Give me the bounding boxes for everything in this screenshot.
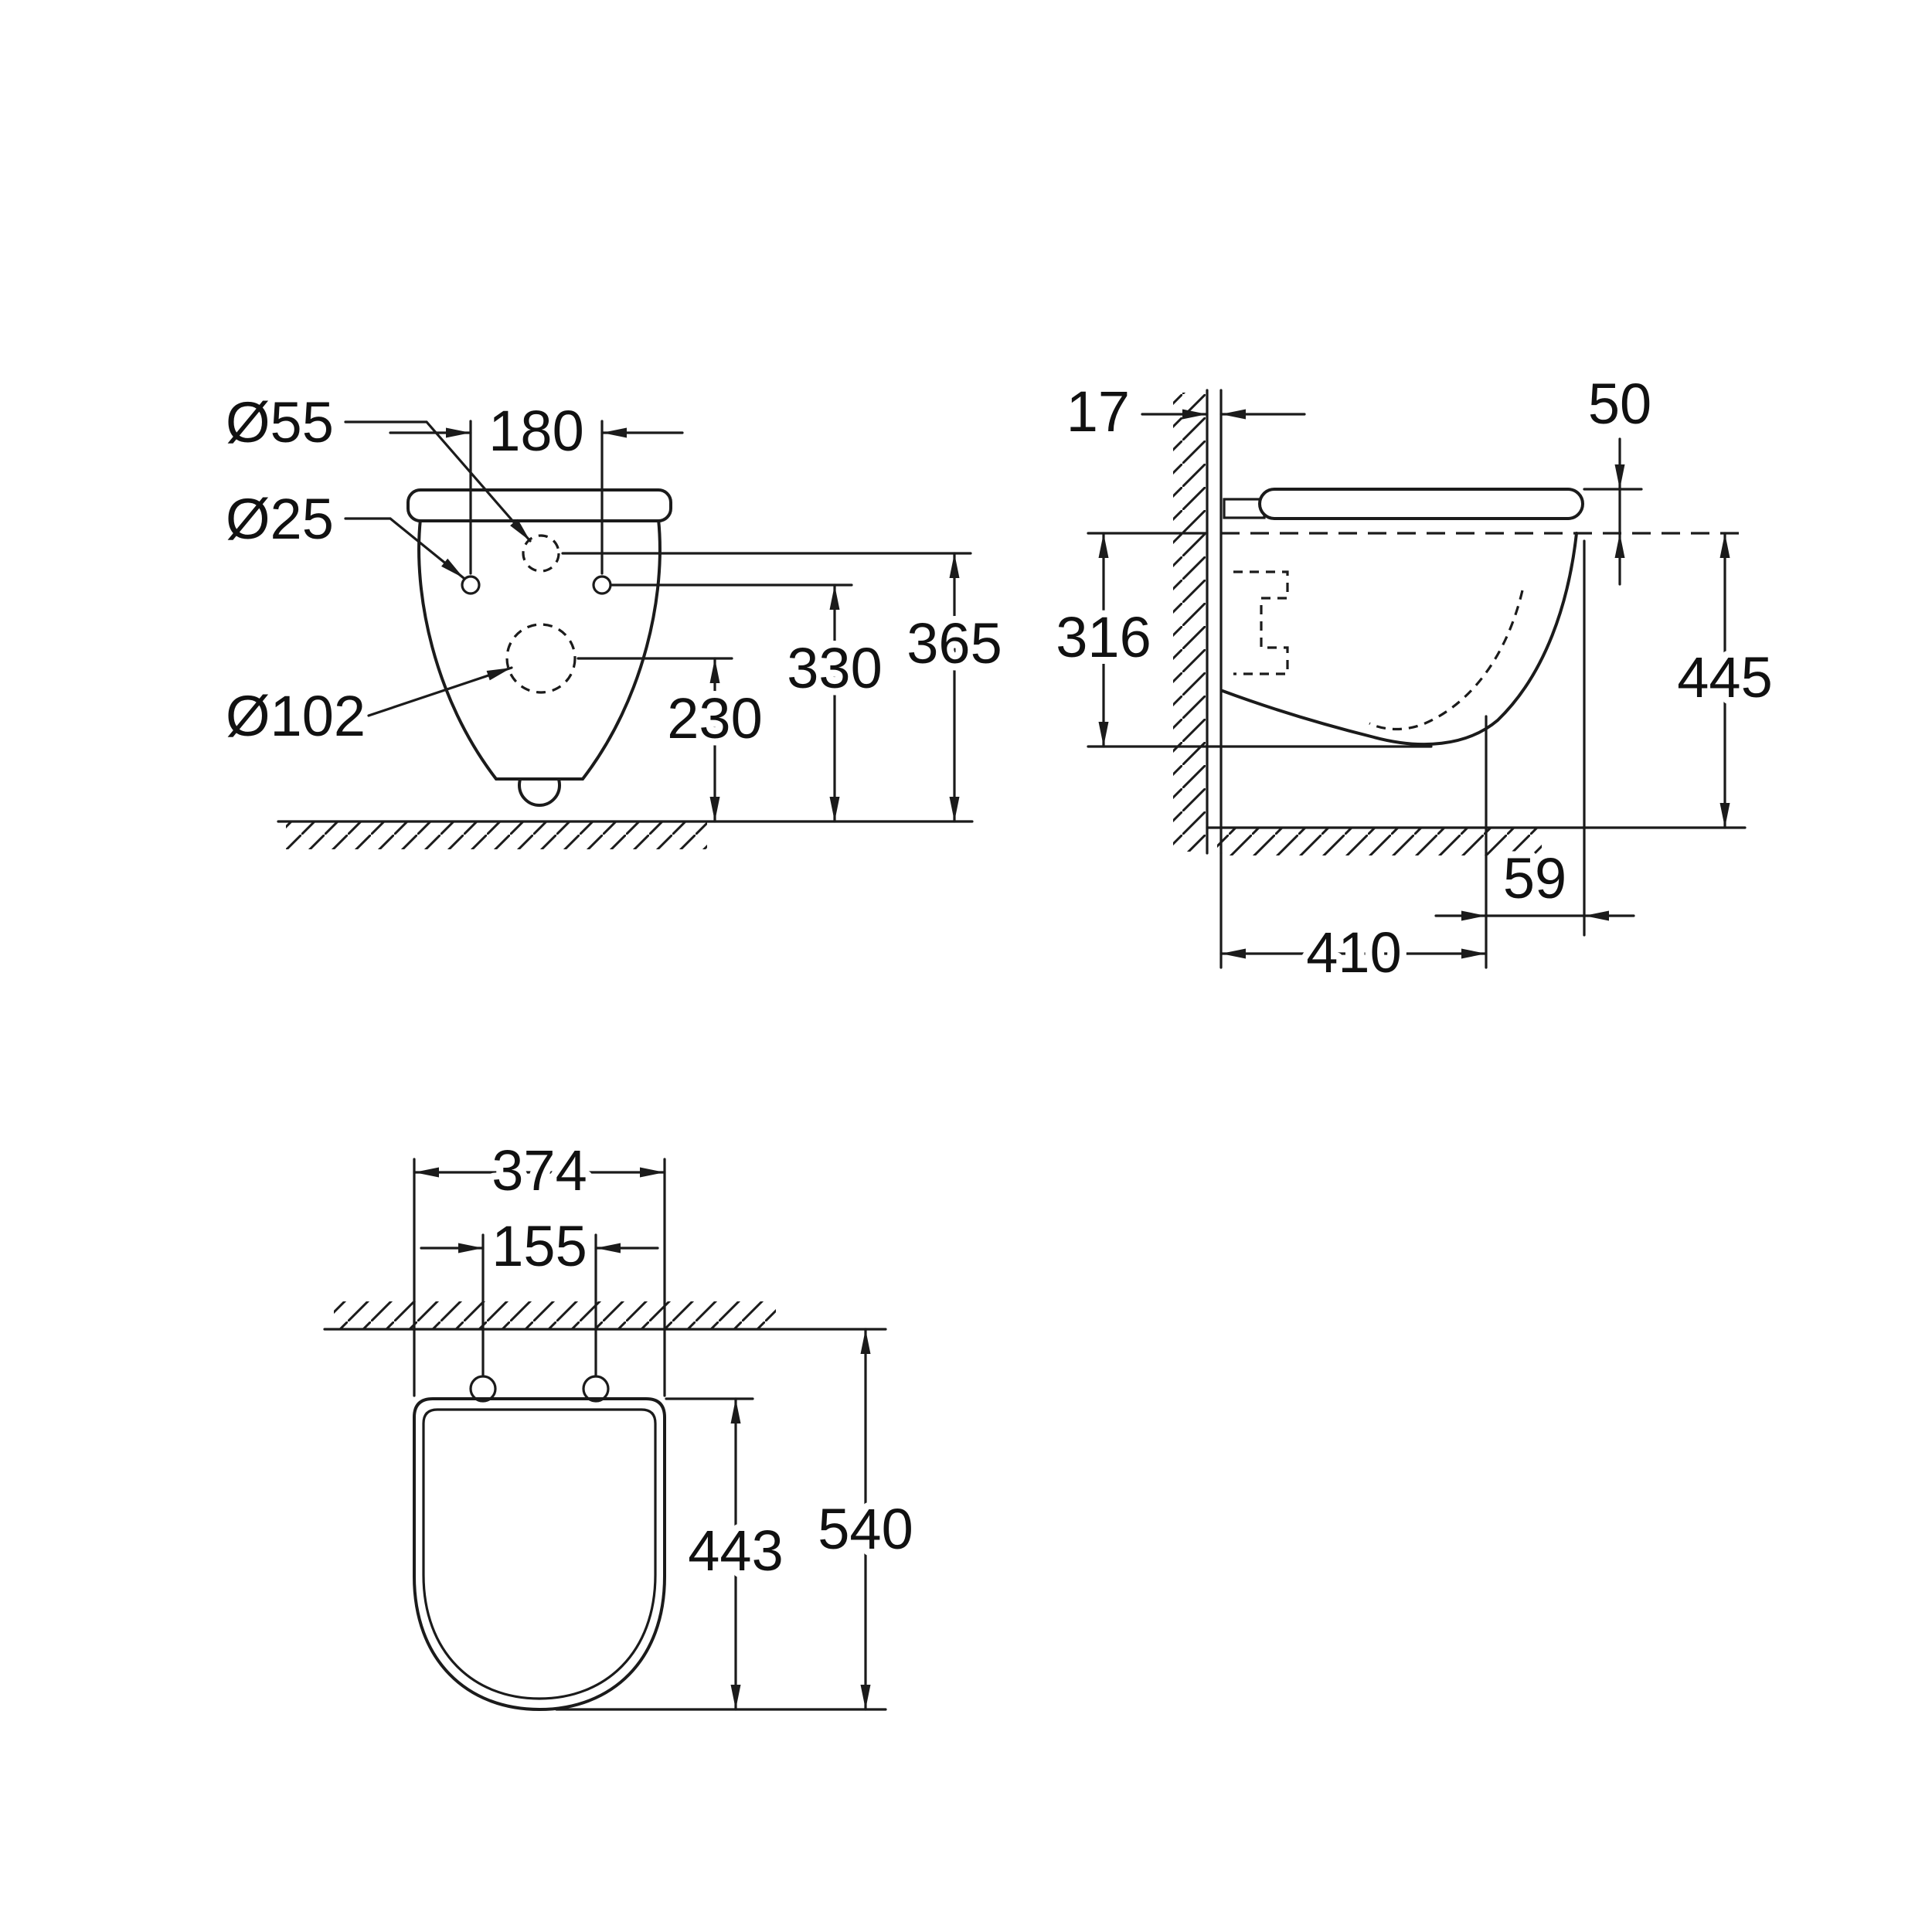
toilet-side-outline: [1221, 532, 1578, 747]
dim-label-365: 365: [906, 611, 1002, 675]
dim-label-155: 155: [492, 1214, 587, 1278]
seat-plan-outer: [413, 1397, 666, 1712]
hole-25-left: [461, 575, 481, 595]
wall-hatch: [1173, 393, 1206, 852]
dim-label-330: 330: [787, 636, 882, 700]
dim-label-410: 410: [1306, 920, 1401, 985]
front-view: Ø55 Ø25 Ø102 180 230 330 365: [219, 383, 1009, 849]
side-view: 17 50 316 445 410 59: [1049, 365, 1779, 992]
flush-channel-dashed: [1233, 570, 1289, 675]
dim-label-445: 445: [1677, 645, 1772, 709]
hole-25-right: [592, 575, 612, 595]
dim-label-316: 316: [1056, 605, 1151, 669]
dim-label-59: 59: [1503, 846, 1566, 910]
hole-102: [505, 623, 577, 694]
top-view: 374 155 443 540: [323, 1131, 920, 1712]
dim-label-17: 17: [1066, 379, 1130, 444]
hinge-left: [469, 1375, 497, 1403]
hole-55: [522, 534, 560, 573]
dim-label-50: 50: [1588, 372, 1651, 436]
dim-label-443: 443: [688, 1519, 783, 1583]
leader-55: [344, 420, 532, 543]
dim-label-540: 540: [818, 1497, 913, 1561]
seat-plan-inner: [422, 1408, 657, 1700]
toilet-front-outline: [417, 518, 662, 781]
leader-25: [344, 517, 465, 580]
dim-label-230: 230: [667, 686, 762, 750]
dim-label-diameter-102: Ø102: [226, 684, 366, 748]
inner-bowl-dashed: [1369, 590, 1524, 731]
seat-side-profile: [1258, 488, 1584, 520]
dim-label-diameter-25: Ø25: [226, 487, 334, 551]
dim-label-180: 180: [488, 399, 583, 463]
dim-label-374: 374: [492, 1138, 587, 1202]
wall-hatch: [334, 1301, 776, 1329]
ground-hatch: [1217, 828, 1542, 855]
ground-hatch: [286, 821, 707, 849]
hinge-right: [582, 1375, 610, 1403]
toilet-lid-front: [406, 488, 672, 522]
leader-102: [367, 666, 513, 717]
dim-label-diameter-55: Ø55: [226, 390, 334, 454]
